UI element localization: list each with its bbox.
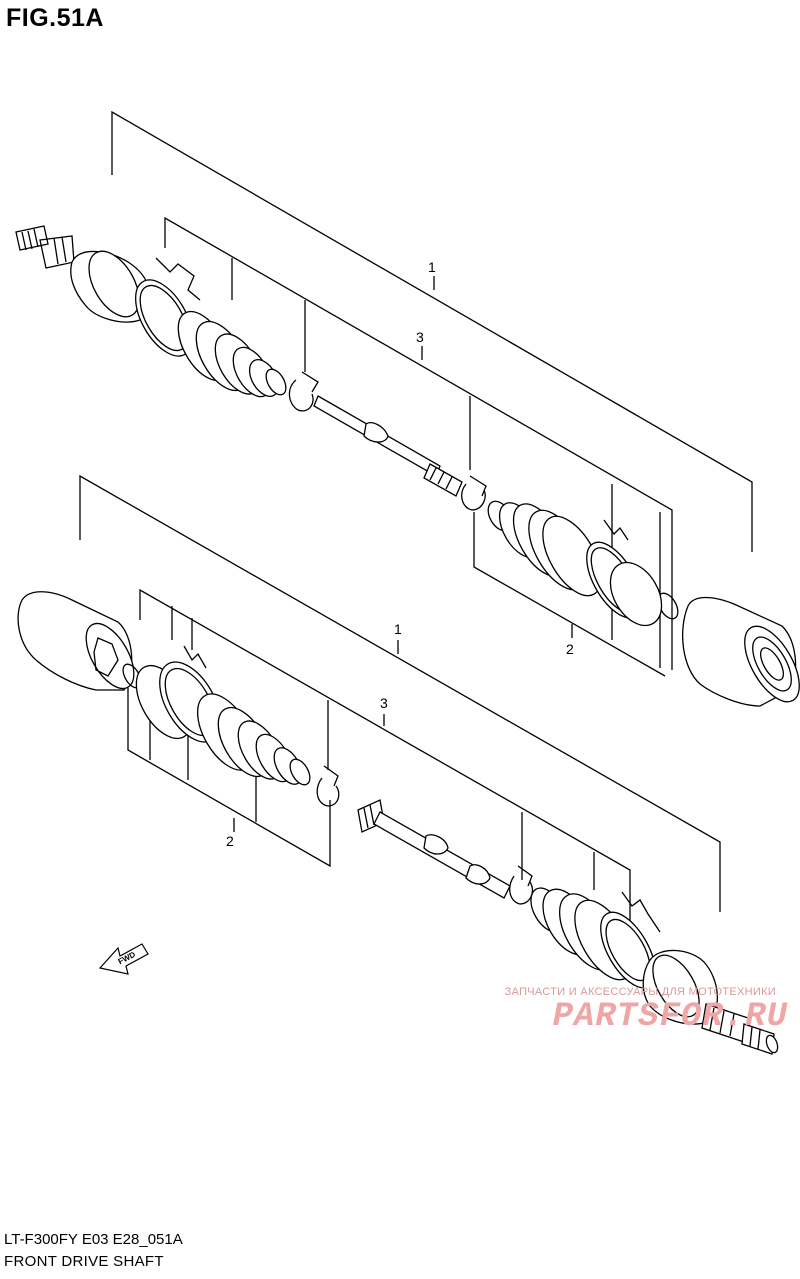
lower-bracket-1 [79,474,721,912]
upper-inner-cv-housing [682,596,800,707]
callout-upper-3: 3 [416,329,424,345]
upper-bracket-3 [164,216,673,670]
watermark-logo: PARTSFOR.RU [552,998,788,1036]
upper-left-boot [177,310,287,398]
callout-lower-3: 3 [380,695,388,711]
lower-bracket-3 [139,588,631,928]
callout-upper-1: 1 [428,259,436,275]
lower-right-boot [530,887,661,989]
watermark-tagline: ЗАПЧАСТИ И АКСЕССУАРЫ ДЛЯ МОТОТЕХНИКИ [504,986,776,998]
callout-lower-1: 1 [394,621,402,637]
upper-shaft-3 [313,395,463,497]
lower-spline-stub [701,1003,779,1055]
lower-bracket-2 [127,688,331,868]
lower-left-boot [196,693,311,786]
figure-title: FIG.51A [6,4,104,32]
model-code: LT-F300FY E03 E28_051A [4,1231,183,1248]
lower-inner-cv-housing [17,591,135,691]
upper-outer-cv-joint [70,250,151,323]
callout-lower-2: 2 [226,833,234,849]
upper-spline-stub [15,225,75,269]
lower-drive-shaft-group: 1 3 2 [17,474,779,1055]
upper-bracket-2 [473,512,666,677]
callout-upper-2: 2 [566,641,574,657]
forward-direction-arrow: FWD [98,943,149,975]
upper-left-clamp [134,257,201,357]
lower-small-clip [316,765,340,807]
lower-shaft-3 [357,799,511,899]
upper-bracket-1 [111,110,753,552]
upper-drive-shaft-group: 1 3 2 [15,110,800,707]
upper-small-clip [288,371,319,412]
upper-mid-clip [461,475,487,511]
lower-mid-clip [509,865,534,905]
figure-caption: FRONT DRIVE SHAFT [4,1253,164,1270]
